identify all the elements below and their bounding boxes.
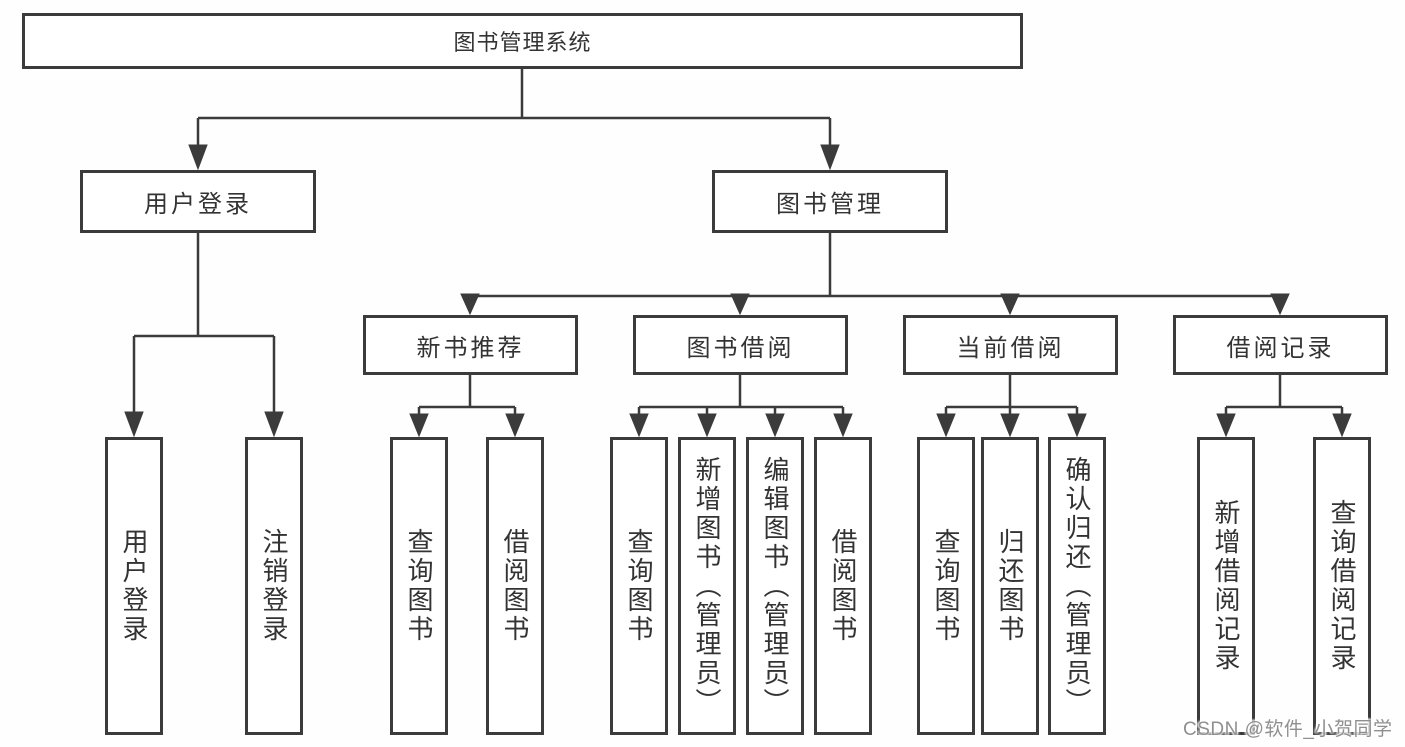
leaf-br-add-record: 新增借阅记录 bbox=[1197, 437, 1255, 735]
leaf-bb-query-books-label: 查询图书 bbox=[624, 528, 654, 644]
node-book-borrow-label: 图书借阅 bbox=[686, 334, 795, 362]
leaf-br-query-record-label: 查询借阅记录 bbox=[1327, 499, 1357, 673]
leaf-user-login-label: 用户登录 bbox=[119, 528, 149, 644]
node-new-book-rec: 新书推荐 bbox=[363, 315, 578, 375]
node-root: 图书管理系统 bbox=[22, 13, 1023, 69]
leaf-rec-borrow-books: 借阅图书 bbox=[486, 437, 544, 735]
node-user-login-label: 用户登录 bbox=[144, 191, 252, 218]
leaf-br-add-record-label: 新增借阅记录 bbox=[1211, 499, 1241, 673]
leaf-cb-query-books-label: 查询图书 bbox=[931, 528, 961, 644]
leaf-cb-return-books-label: 归还图书 bbox=[995, 528, 1025, 644]
leaf-br-query-record: 查询借阅记录 bbox=[1313, 437, 1371, 735]
node-current-borrow-label: 当前借阅 bbox=[956, 334, 1065, 362]
node-borrow-records-label: 借阅记录 bbox=[1226, 334, 1335, 362]
leaf-cb-query-books: 查询图书 bbox=[917, 437, 975, 735]
leaf-rec-query-books-label: 查询图书 bbox=[404, 528, 434, 644]
leaf-rec-query-books: 查询图书 bbox=[390, 437, 448, 735]
leaf-cb-confirm-return-admin: 确认归还（管理员） bbox=[1048, 437, 1106, 735]
leaf-bb-edit-books-admin: 编辑图书（管理员） bbox=[746, 437, 804, 735]
arrowhead-icons bbox=[124, 144, 1352, 438]
tree-edges bbox=[132, 69, 1344, 417]
node-book-borrow: 图书借阅 bbox=[633, 315, 848, 375]
leaf-logout: 注销登录 bbox=[245, 437, 303, 735]
leaf-cb-confirm-return-admin-label: 确认归还（管理员） bbox=[1062, 455, 1092, 717]
leaf-rec-borrow-books-label: 借阅图书 bbox=[500, 528, 530, 644]
leaf-bb-query-books: 查询图书 bbox=[610, 437, 668, 735]
leaf-bb-add-books-admin: 新增图书（管理员） bbox=[678, 437, 736, 735]
node-root-label: 图书管理系统 bbox=[453, 30, 592, 55]
node-current-borrow: 当前借阅 bbox=[903, 315, 1118, 375]
leaf-cb-return-books: 归还图书 bbox=[981, 437, 1039, 735]
node-borrow-records: 借阅记录 bbox=[1173, 315, 1388, 375]
leaf-bb-borrow-books: 借阅图书 bbox=[814, 437, 872, 735]
leaf-bb-borrow-books-label: 借阅图书 bbox=[828, 528, 858, 644]
node-book-mgmt: 图书管理 bbox=[712, 170, 948, 233]
csdn-watermark: CSDN @软件_小贺同学 bbox=[1183, 719, 1393, 740]
leaf-logout-label: 注销登录 bbox=[259, 528, 289, 644]
leaf-bb-edit-books-admin-label: 编辑图书（管理员） bbox=[760, 455, 790, 717]
node-new-book-rec-label: 新书推荐 bbox=[416, 334, 525, 362]
leaf-bb-add-books-admin-label: 新增图书（管理员） bbox=[692, 455, 722, 717]
node-book-mgmt-label: 图书管理 bbox=[776, 191, 884, 218]
node-user-login: 用户登录 bbox=[80, 170, 316, 233]
leaf-user-login: 用户登录 bbox=[105, 437, 163, 735]
